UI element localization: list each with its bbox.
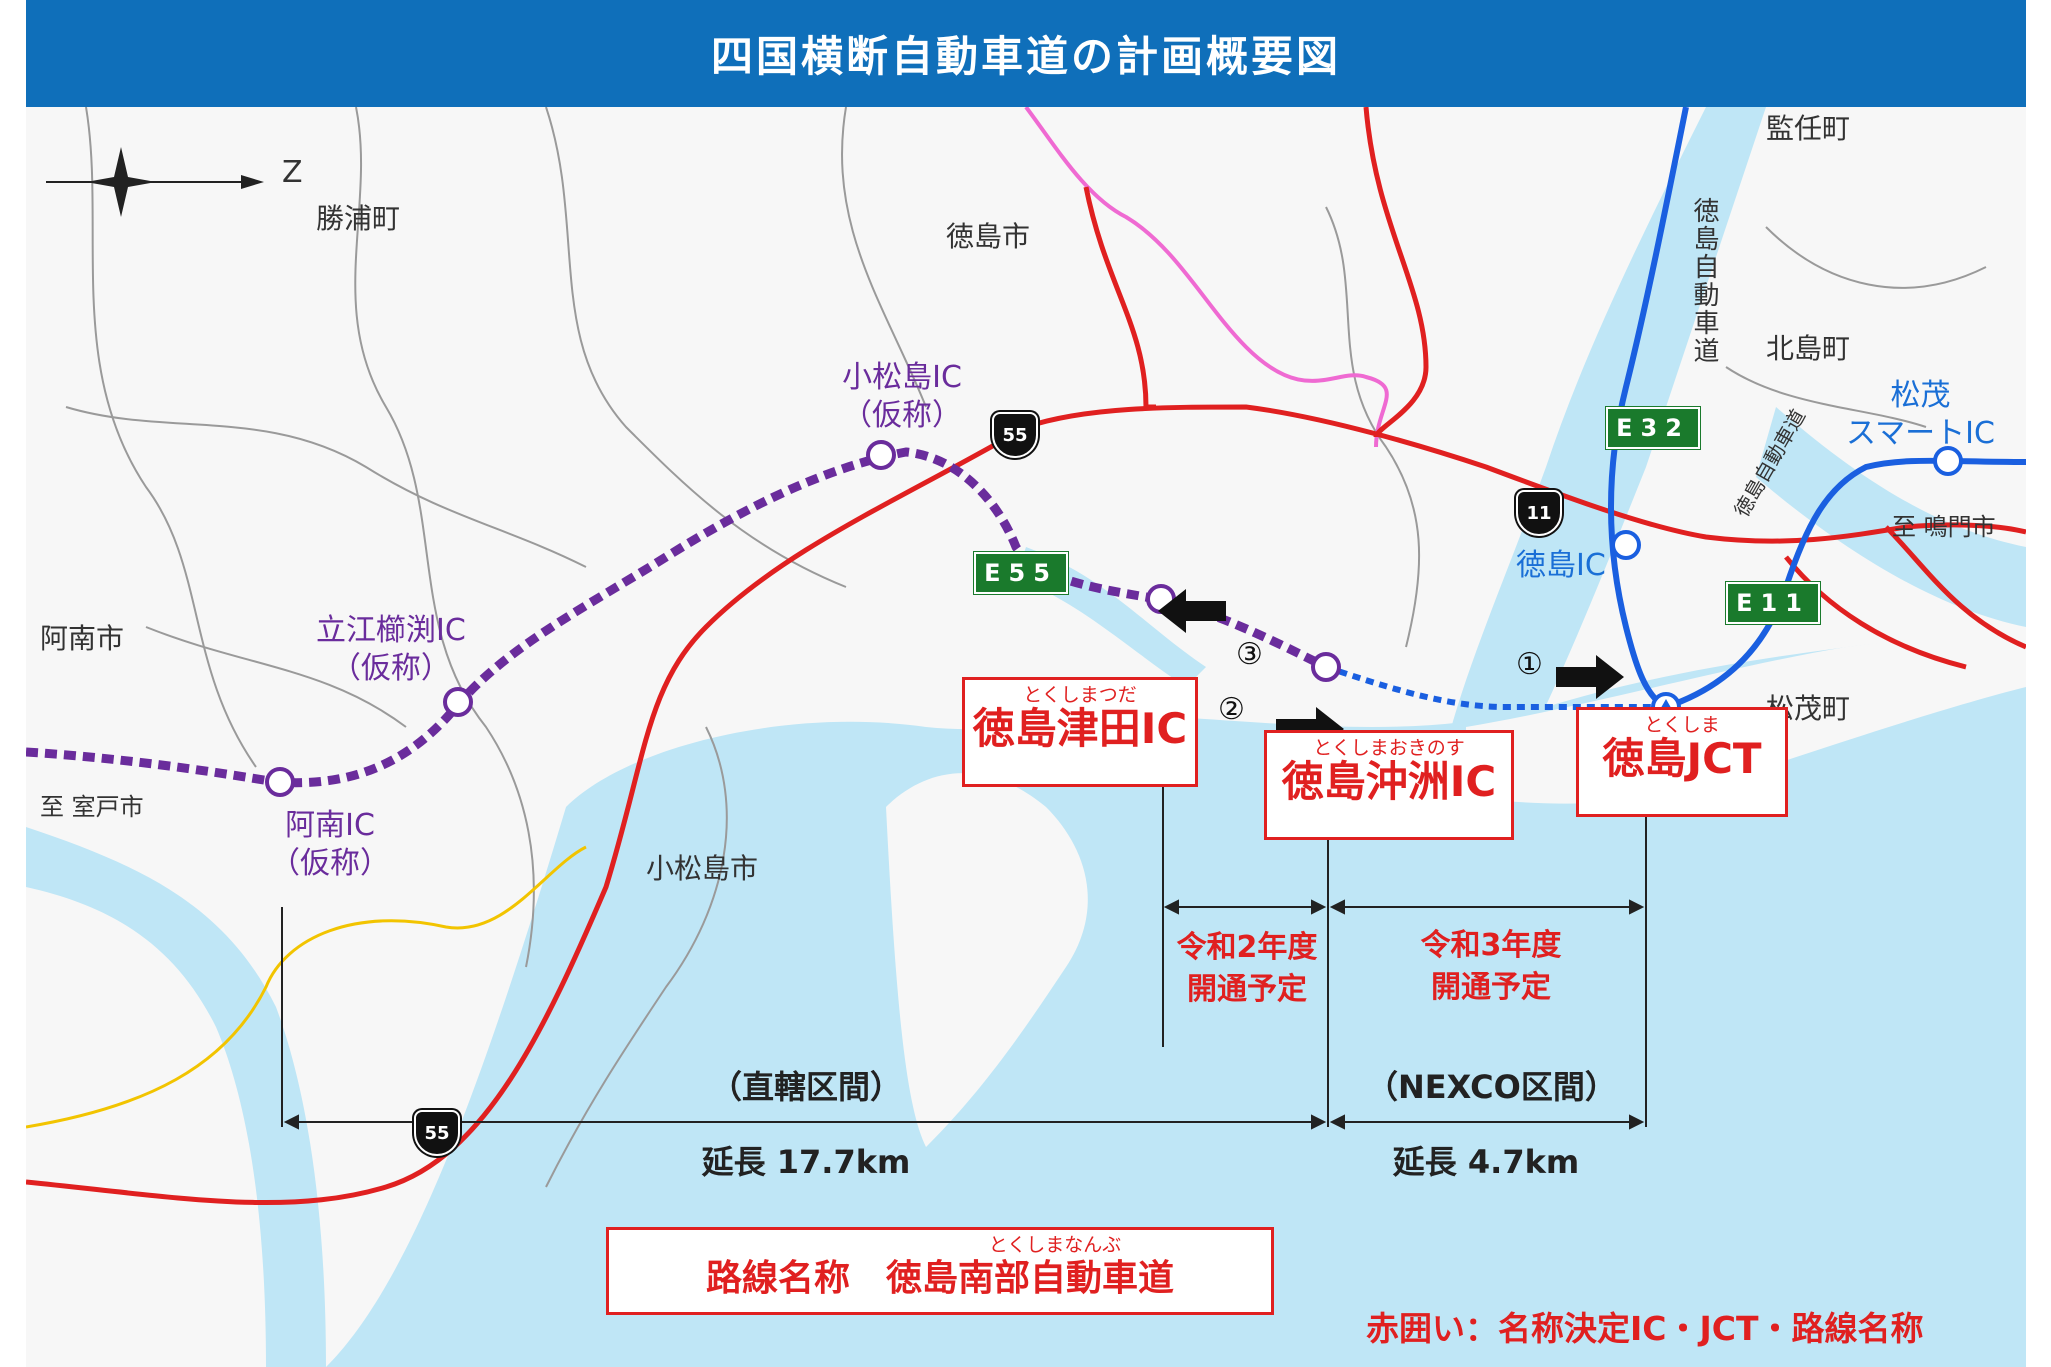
ic-markers xyxy=(265,440,1341,797)
legend-note: 赤囲い：名称決定IC・JCT・路線名称 xyxy=(1366,1309,1924,1348)
river-west xyxy=(26,827,326,1367)
place-kanjo: 監任町 xyxy=(1766,112,1851,145)
route11-shield: 11 xyxy=(1516,490,1562,536)
tokushima-expressway-label: 徳島自動車道 xyxy=(1689,197,1719,365)
tsuda-ic-name: 徳島津田IC xyxy=(972,704,1188,753)
place-komatsushima-city: 小松島市 xyxy=(646,852,759,885)
expressway-ic-markers xyxy=(1611,446,1963,722)
anan-ic-label: 阿南IC （仮称） xyxy=(270,808,390,881)
e32-shield: E32 xyxy=(1606,407,1700,449)
place-kitajima: 北島町 xyxy=(1766,332,1851,365)
direct-section-length: 延長 17.7km xyxy=(701,1143,911,1181)
to-muroto: 至 室戸市 xyxy=(40,793,144,821)
route-name: 路線名称 徳島南部自動車道 xyxy=(705,1258,1174,1299)
e55-shield: E55 xyxy=(974,552,1068,594)
nexco-section-label: （NEXCO区間） xyxy=(1366,1068,1617,1106)
direct-section-label: （直轄区間） xyxy=(709,1068,902,1106)
expressways xyxy=(1608,107,2026,710)
tatsue-ic-label: 立江櫛渕IC （仮称） xyxy=(316,613,466,686)
opening-r2: 令和2年度 開通予定 xyxy=(1176,930,1318,1007)
komatsushima-ic-label: 小松島IC （仮称） xyxy=(842,360,962,433)
boundaries xyxy=(65,107,1987,1188)
matsushige-ic-label: 松茂 スマートIC xyxy=(1846,378,1995,451)
title-banner: 四国横断自動車道の計画概要図 xyxy=(26,0,2026,107)
planned-direct-section xyxy=(26,447,1329,788)
nexco-section-length: 延長 4.7km xyxy=(1392,1143,1580,1181)
place-katsuura: 勝浦町 xyxy=(316,202,401,235)
route55-lower-shield: 55 xyxy=(414,1110,460,1156)
pink-road xyxy=(1024,107,1389,448)
jct-name: 徳島JCT xyxy=(1602,734,1762,783)
river-north xyxy=(1756,407,2026,627)
planned-nexco-section xyxy=(1325,664,1666,711)
tsuda-ic-box: とくしまつだ 徳島津田IC xyxy=(962,677,1198,787)
okinosu-ic-box: とくしまおきのす 徳島沖洲IC xyxy=(1264,730,1514,840)
route55-upper-shield: 55 xyxy=(992,412,1038,458)
jct-ruby: とくしま xyxy=(1644,714,1720,736)
okinosu-ic-name: 徳島沖洲IC xyxy=(1281,757,1497,806)
tokushima-ic-label: 徳島IC xyxy=(1516,548,1606,583)
route-name-ruby: とくしまなんぶ xyxy=(988,1234,1122,1256)
to-naruto: 至 鳴門市 xyxy=(1892,513,1996,541)
komatsushima-peninsula xyxy=(886,773,1088,1147)
page-title: 四国横断自動車道の計画概要図 xyxy=(710,32,1341,81)
e11-shield: E11 xyxy=(1726,582,1820,624)
marker-3: ③ xyxy=(1236,637,1263,672)
opening-r3: 令和3年度 開通予定 xyxy=(1420,928,1562,1005)
tsuda-ic-ruby: とくしまつだ xyxy=(1023,684,1137,706)
place-tokushima-city: 徳島市 xyxy=(946,220,1031,253)
compass-label: Z xyxy=(282,155,303,190)
okinosu-ic-ruby: とくしまおきのす xyxy=(1313,737,1465,759)
map-area[interactable]: Z 勝浦町 徳島市 監任町 北島町 阿南市 小松島市 松茂町 至 室戸市 至 鳴… xyxy=(26,107,2026,1367)
jct-box: とくしま 徳島JCT xyxy=(1576,707,1788,817)
yellow-road xyxy=(26,845,587,1129)
marker-1: ① xyxy=(1516,647,1543,682)
marker-2: ② xyxy=(1218,692,1245,727)
place-anan-city: 阿南市 xyxy=(40,622,125,655)
route-name-box: とくしまなんぶ 路線名称 徳島南部自動車道 xyxy=(606,1227,1274,1315)
leader-lines xyxy=(281,767,1647,1127)
